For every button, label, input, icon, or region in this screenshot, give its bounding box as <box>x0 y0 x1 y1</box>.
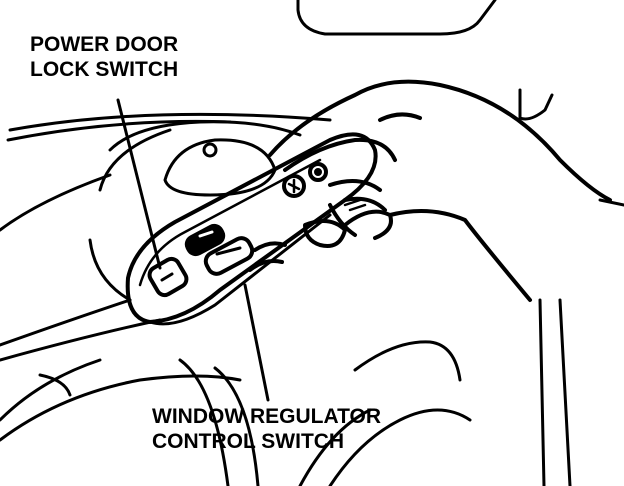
window-switch-leader-line <box>243 283 270 402</box>
leader-lines <box>116 98 270 402</box>
window-regulator-control-switch-label-line-2: CONTROL SWITCH <box>152 430 345 453</box>
window-regulator-control-switch-label-line-1: WINDOW REGULATOR <box>152 405 382 428</box>
power-door-lock-switch-label: POWER DOOR LOCK SWITCH <box>30 32 178 82</box>
door-lock-leader-line <box>116 98 162 270</box>
power-door-lock-switch-label-line-2: LOCK SWITCH <box>30 58 179 81</box>
window-switch-front <box>184 223 226 257</box>
window-regulator-control-switch-label: WINDOW REGULATOR CONTROL SWITCH <box>152 404 381 454</box>
hand-illustration <box>248 79 612 302</box>
switch-panel <box>125 132 378 326</box>
window-switch-rear <box>203 236 255 276</box>
power-door-lock-switch-label-line-1: POWER DOOR <box>30 33 179 56</box>
